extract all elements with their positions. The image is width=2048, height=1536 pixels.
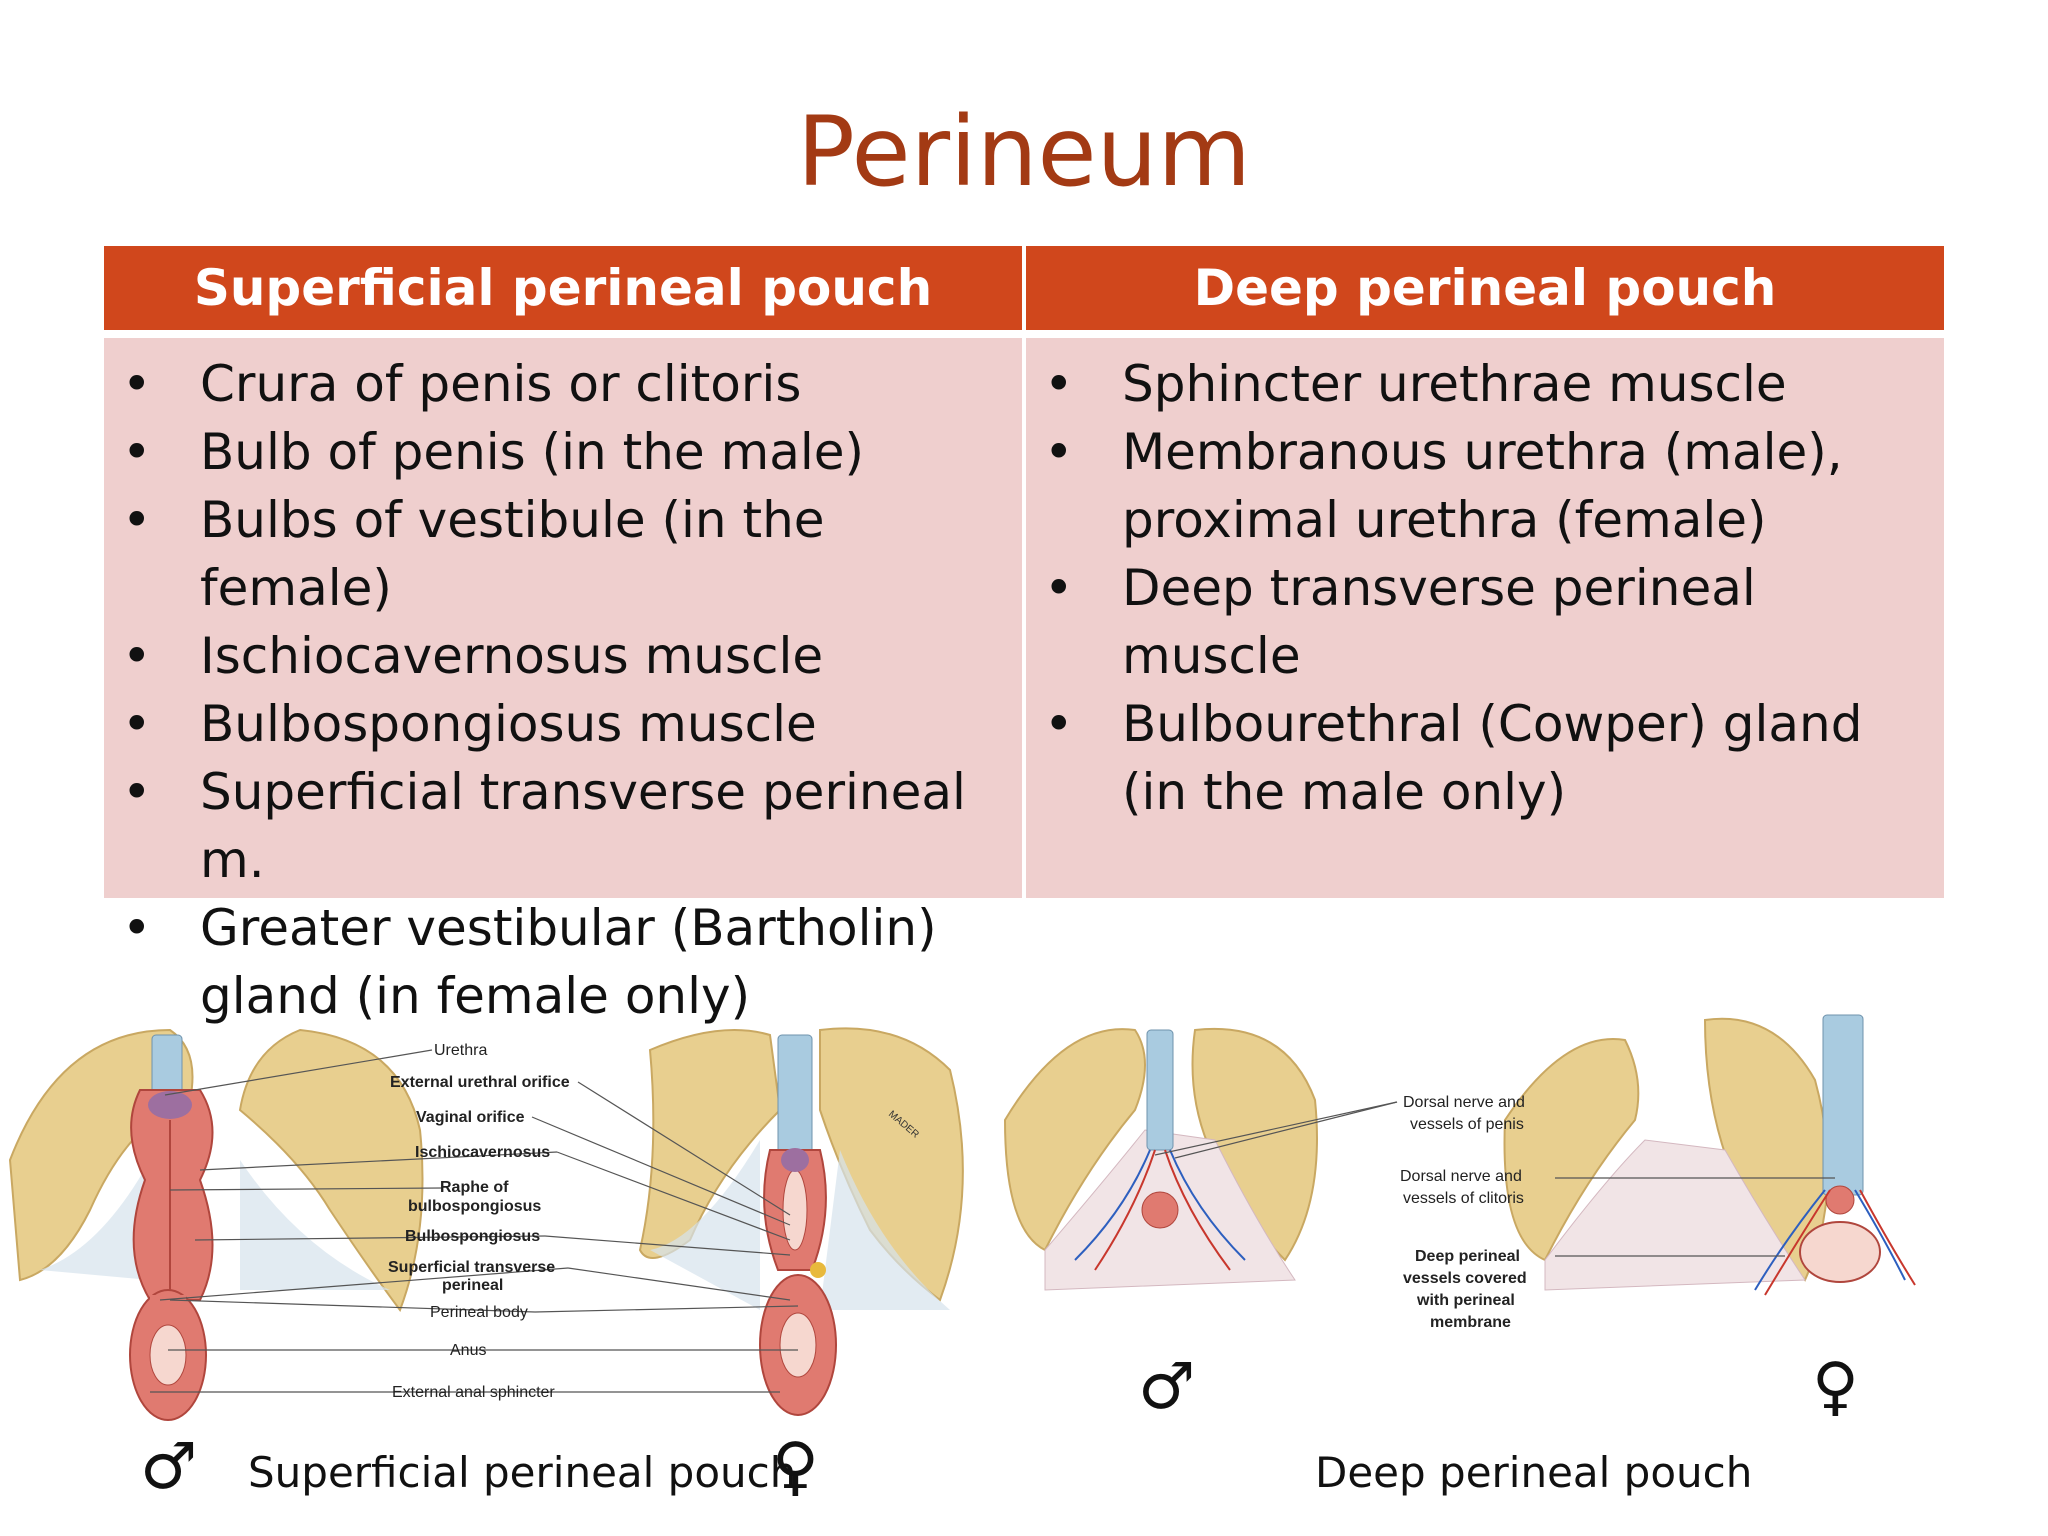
label-vaginal-orifice: Vaginal orifice	[416, 1109, 525, 1126]
male-symbol-right: ♂	[1138, 1350, 1196, 1424]
list-item: • Ischiocavernosus muscle	[104, 622, 1022, 690]
list-item-text: Bulb of penis (in the male)	[200, 423, 865, 481]
label-anus: Anus	[450, 1342, 486, 1359]
label-deep-perineal-line4: membrane	[1430, 1314, 1511, 1331]
list-item-text: Greater vestibular (Bartholin) gland (in…	[200, 899, 937, 1025]
label-deep-perineal-line2: vessels covered	[1403, 1270, 1527, 1287]
bullet: •	[122, 355, 152, 413]
label-external-anal-sphincter: External anal sphincter	[392, 1384, 555, 1401]
list-item: • Superficial transverse perineal m.	[104, 758, 1022, 894]
label-dorsal-nerve-penis: Dorsal nerve and	[1403, 1094, 1525, 1111]
label-raphe: Raphe of	[440, 1179, 509, 1196]
list-item-text: Ischiocavernosus muscle	[200, 627, 824, 685]
list-item-text: Superficial transverse perineal m.	[200, 763, 966, 889]
bullet: •	[122, 491, 152, 549]
label-ischiocavernosus: Ischiocavernosus	[415, 1144, 550, 1161]
deep-cell: • Sphincter urethrae muscle • Membranous u…	[1026, 338, 1944, 898]
caption-deep: Deep perineal pouch	[1315, 1448, 1753, 1497]
label-urethra: Urethra	[434, 1042, 487, 1059]
list-item-text: Bulbourethral (Cowper) gland (in the mal…	[1122, 695, 1863, 821]
bullet: •	[1044, 355, 1074, 413]
male-symbol-left: ♂	[140, 1430, 198, 1504]
slide-title: Perineum	[797, 96, 1251, 208]
bullet: •	[1044, 423, 1074, 481]
list-item-text: Bulbospongiosus muscle	[200, 695, 817, 753]
caption-superficial: Superficial perineal pouch	[248, 1448, 797, 1497]
list-item: • Sphincter urethrae muscle	[1026, 350, 1944, 418]
bullet: •	[1044, 559, 1074, 617]
superficial-list: • Crura of penis or clitoris • Bulb of pen…	[104, 350, 1022, 1030]
label-dorsal-nerve-penis-line2: vessels of penis	[1410, 1116, 1524, 1133]
label-deep-perineal: Deep perineal	[1415, 1248, 1520, 1265]
list-item: • Bulbourethral (Cowper) gland (in the ma…	[1026, 690, 1944, 826]
list-item: • Bulbospongiosus muscle	[104, 690, 1022, 758]
list-item-text: Bulbs of vestibule (in the female)	[200, 491, 825, 617]
list-item: • Crura of penis or clitoris	[104, 350, 1022, 418]
header-superficial: Superficial perineal pouch	[104, 246, 1022, 330]
list-item-text: Deep transverse perineal muscle	[1122, 559, 1756, 685]
list-item-text: Crura of penis or clitoris	[200, 355, 802, 413]
list-item-text: Sphincter urethrae muscle	[1122, 355, 1787, 413]
list-item: • Greater vestibular (Bartholin) gland (i…	[104, 894, 1022, 1030]
list-item: • Membranous urethra (male), proximal ure…	[1026, 418, 1944, 554]
female-symbol-right: ♀	[1812, 1350, 1859, 1424]
label-deep-perineal-line3: with perineal	[1416, 1292, 1515, 1309]
deep-list: • Sphincter urethrae muscle • Membranous u…	[1026, 350, 1944, 826]
list-item: • Bulb of penis (in the male)	[104, 418, 1022, 486]
label-dorsal-nerve-clitoris-line2: vessels of clitoris	[1403, 1190, 1524, 1207]
bullet: •	[122, 627, 152, 685]
superficial-cell: • Crura of penis or clitoris • Bulb of pen…	[104, 338, 1022, 1025]
label-raphe-line2: bulbospongiosus	[408, 1198, 541, 1215]
header-deep: Deep perineal pouch	[1026, 246, 1944, 330]
superficial-pouch-illustration: MADER Urethra External urethral orifice …	[8, 1027, 964, 1421]
label-dorsal-nerve-clitoris: Dorsal nerve and	[1400, 1168, 1522, 1185]
bullet: •	[122, 695, 152, 753]
label-perineal: perineal	[442, 1277, 503, 1294]
comparison-table: Superficial perineal pouch Deep perineal…	[104, 246, 1944, 1025]
bullet: •	[122, 763, 152, 821]
label-external-urethral-orifice: External urethral orifice	[390, 1074, 570, 1091]
list-item-text: Membranous urethra (male), proximal uret…	[1122, 423, 1843, 549]
label-superficial-transverse: Superficial transverse	[388, 1259, 555, 1276]
female-symbol-left: ♀	[772, 1430, 819, 1504]
bullet: •	[1044, 695, 1074, 753]
list-item: • Bulbs of vestibule (in the female)	[104, 486, 1022, 622]
bullet: •	[122, 423, 152, 481]
bullet: •	[122, 899, 152, 957]
list-item: • Deep transverse perineal muscle	[1026, 554, 1944, 690]
label-bulbospongiosus: Bulbospongiosus	[405, 1228, 540, 1245]
deep-pouch-illustration: Dorsal nerve and vessels of penis Dorsal…	[1003, 1014, 1916, 1331]
label-perineal-body: Perineal body	[430, 1304, 528, 1321]
